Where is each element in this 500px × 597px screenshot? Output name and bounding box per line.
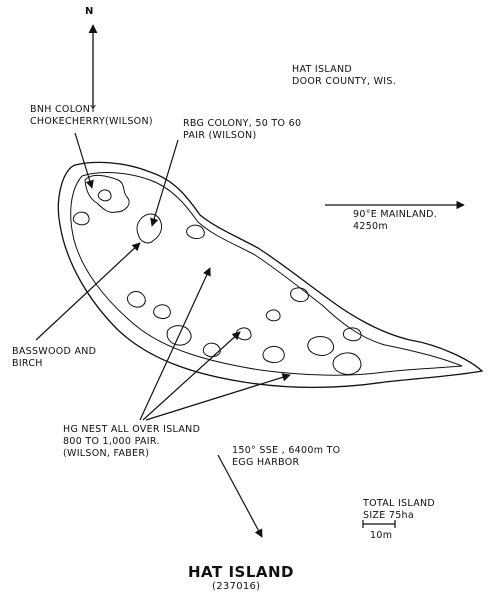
hg-nest-label: HG NEST ALL OVER ISLAND 800 TO 1,000 PAI…	[63, 424, 200, 460]
basswood-line2: BIRCH	[12, 358, 43, 369]
basswood-arrow	[35, 242, 141, 341]
total-line2: SIZE 75ha	[363, 510, 414, 521]
basswood-line1: BASSWOOD AND	[12, 346, 97, 357]
hg-nest-arrow-3	[145, 373, 291, 421]
hg-nest-arrow-1	[139, 267, 211, 421]
bnh-colony-label: BNH COLONY CHOKECHERRY(WILSON)	[30, 104, 153, 128]
egg-line2: EGG HARBOR	[232, 457, 300, 468]
bnh-line1: BNH COLONY	[30, 104, 97, 115]
basswood-label: BASSWOOD AND BIRCH	[12, 346, 96, 370]
north-label: N	[85, 6, 94, 17]
scale-label: 10m	[370, 530, 393, 541]
hg-nest-arrow-2	[142, 331, 241, 421]
rbg-line2: PAIR (WILSON)	[183, 130, 257, 141]
bnh-colony-patch	[84, 174, 130, 213]
place-label: HAT ISLAND DOOR COUNTY, WIS.	[292, 64, 396, 88]
rbg-line1: RBG COLONY, 50 TO 60	[183, 118, 302, 129]
basswood-patches	[72, 189, 362, 375]
egg-line1: 150° SSE , 6400m TO	[232, 445, 341, 456]
map-code: (237016)	[212, 581, 261, 592]
total-line1: TOTAL ISLAND	[363, 498, 436, 509]
place-line1: HAT ISLAND	[292, 64, 352, 75]
rbg-colony-label: RBG COLONY, 50 TO 60 PAIR (WILSON)	[183, 118, 301, 142]
hg-line3: (WILSON, FABER)	[63, 448, 150, 459]
island-outline	[57, 161, 484, 389]
mainland-line2: 4250m	[353, 221, 388, 232]
egg-harbor-arrow	[217, 454, 263, 538]
egg-harbor-label: 150° SSE , 6400m TO EGG HARBOR	[232, 445, 340, 469]
rbg-colony-patch	[136, 213, 163, 244]
map-title: HAT ISLAND	[188, 563, 295, 581]
total-size-label: TOTAL ISLAND SIZE 75ha	[363, 498, 435, 522]
place-line2: DOOR COUNTY, WIS.	[292, 76, 397, 87]
bnh-colony-arrow	[74, 132, 94, 189]
island-inner-line	[70, 172, 463, 376]
hg-line2: 800 TO 1,000 PAIR.	[63, 436, 160, 447]
scale-bar	[362, 520, 396, 528]
rbg-colony-arrow	[150, 139, 179, 227]
mainland-label: 90°E MAINLAND. 4250m	[353, 209, 437, 233]
bnh-line2: CHOKECHERRY(WILSON)	[30, 116, 153, 127]
hg-line1: HG NEST ALL OVER ISLAND	[63, 424, 201, 435]
mainland-line1: 90°E MAINLAND.	[353, 209, 438, 220]
